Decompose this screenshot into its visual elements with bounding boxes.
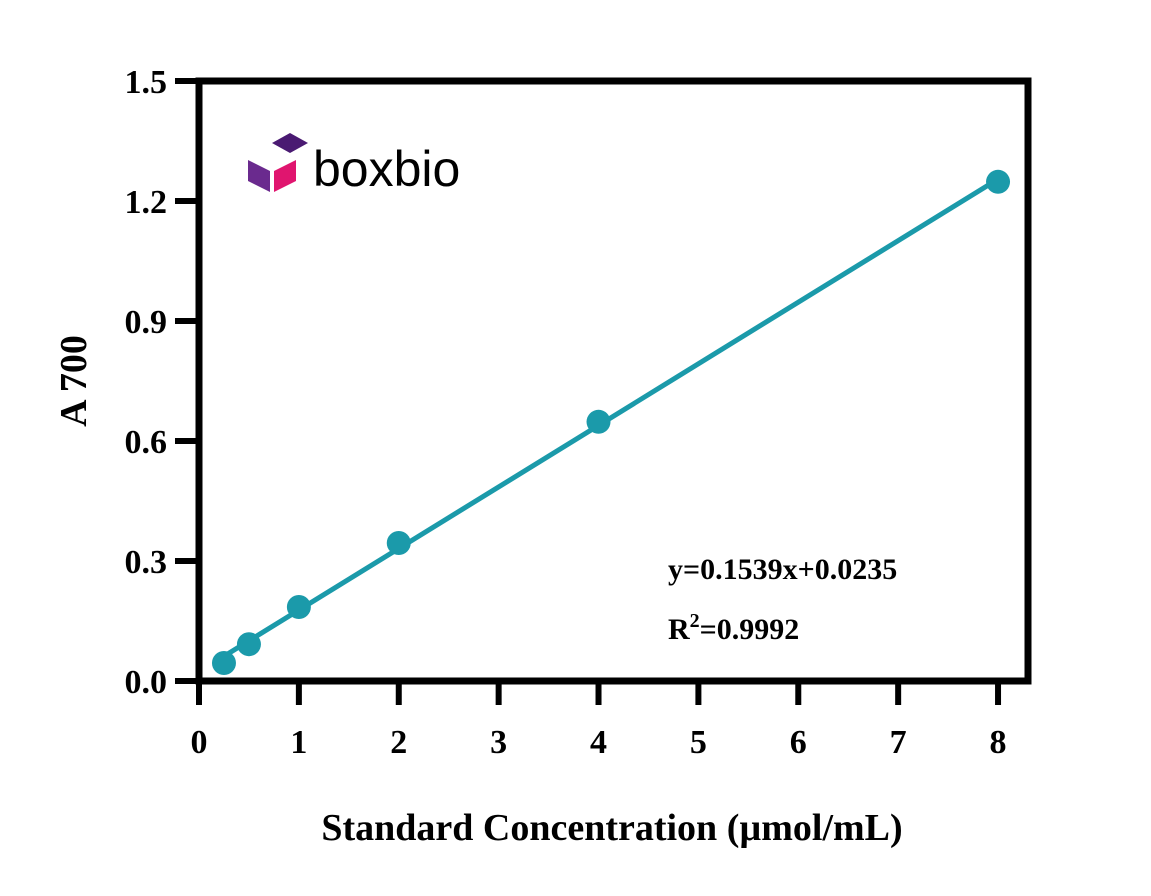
data-point <box>286 595 311 619</box>
axes <box>195 77 1032 685</box>
data-points <box>211 169 1011 675</box>
data-point <box>586 409 611 434</box>
r-squared-superscript: 2 <box>690 610 700 632</box>
y-tick-label: 1.2 <box>125 184 168 221</box>
y-tick-label: 0.3 <box>125 544 168 581</box>
y-tick-label: 0.0 <box>125 664 168 701</box>
x-tick-label: 0 <box>191 724 208 761</box>
x-tick-label: 5 <box>690 724 707 761</box>
plot-frame <box>195 77 1032 685</box>
x-tick-label: 1 <box>290 724 307 761</box>
x-tick-label: 8 <box>990 724 1007 761</box>
y-tick-label: 0.9 <box>125 304 168 341</box>
x-tick-label: 2 <box>390 724 407 761</box>
equation-label: y=0.1539x+0.0235 <box>668 553 897 586</box>
data-point <box>386 531 411 555</box>
y-tick-label: 0.6 <box>125 424 168 461</box>
ticks: 0.0 0.3 0.6 0.9 1.2 1.5 0 1 2 3 4 5 6 7 8 <box>125 64 1007 761</box>
logo-text: boxbio <box>313 141 460 197</box>
r-squared-value: =0.9992 <box>700 613 800 646</box>
y-axis-title: A 700 <box>53 335 95 427</box>
x-tick-label: 3 <box>490 724 507 761</box>
fit-line-group <box>221 176 1001 659</box>
data-point <box>236 632 261 657</box>
r-squared-prefix: R <box>668 613 690 646</box>
x-tick-label: 6 <box>790 724 807 761</box>
fit-line <box>221 176 1001 659</box>
r-squared-label: R2=0.9992 <box>668 610 799 646</box>
data-point <box>211 651 236 675</box>
x-tick-label: 7 <box>890 724 907 761</box>
cube-icon <box>248 133 308 192</box>
y-tick-label: 1.5 <box>125 64 168 101</box>
data-point <box>986 169 1011 194</box>
x-axis-title: Standard Concentration (µmol/mL) <box>321 807 902 849</box>
boxbio-logo: boxbio <box>248 133 460 197</box>
x-tick-label: 4 <box>590 724 607 761</box>
